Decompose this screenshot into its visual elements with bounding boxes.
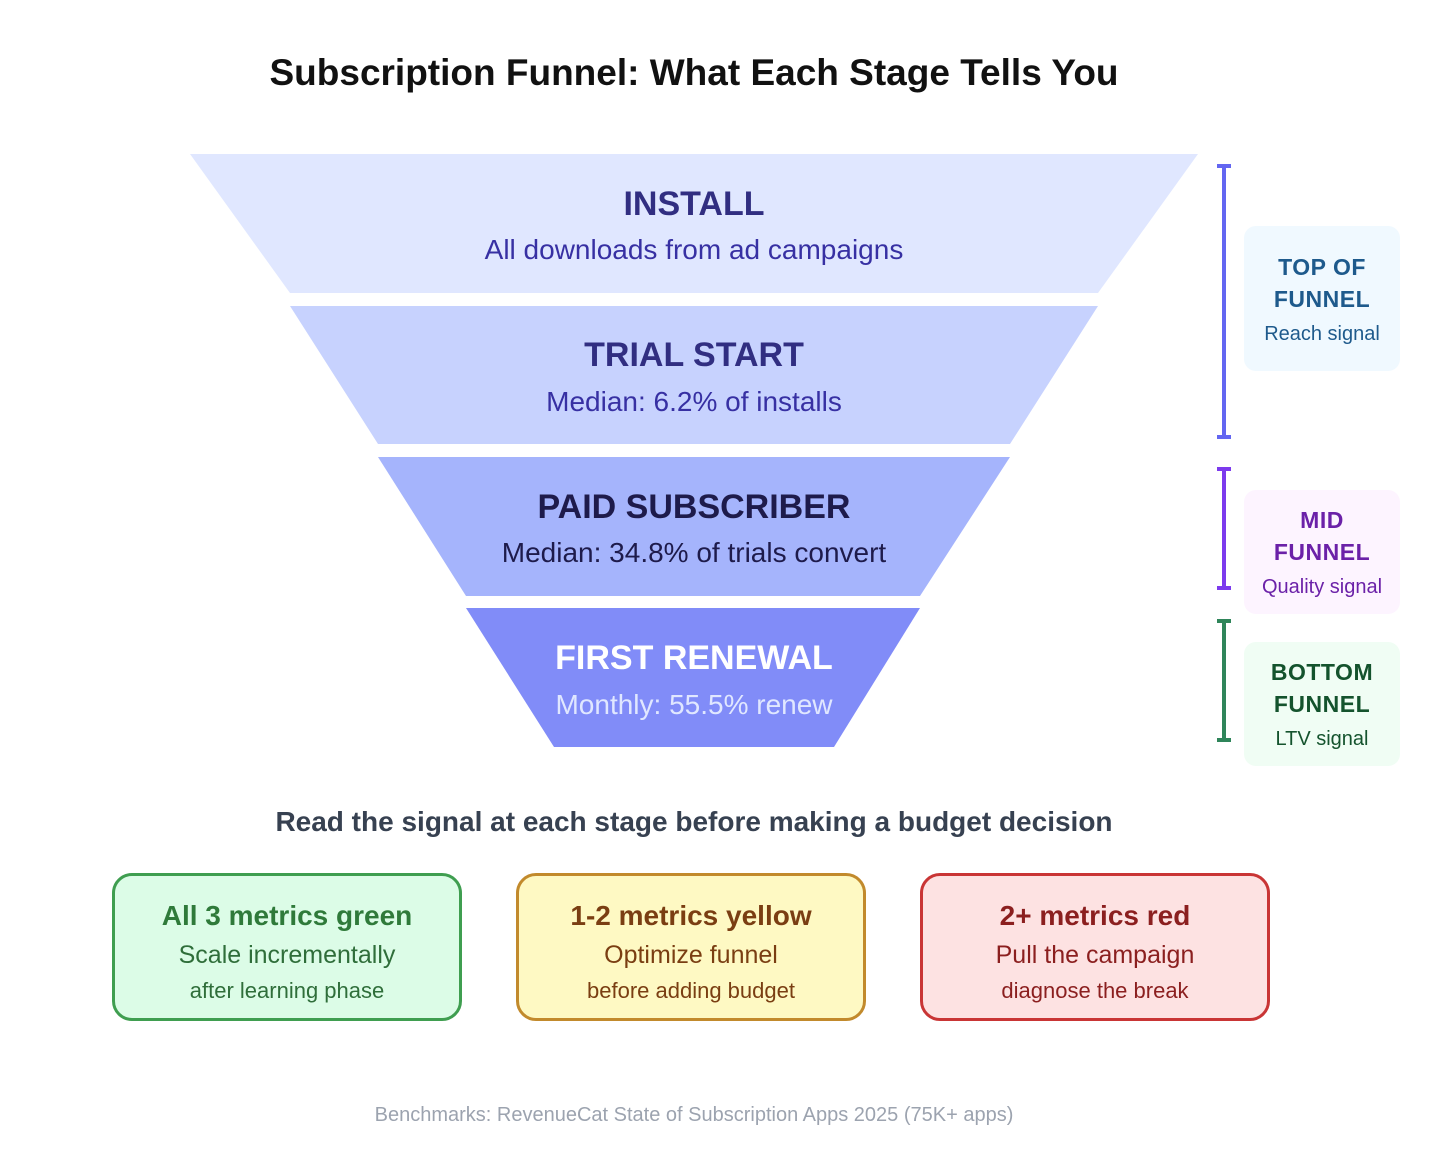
stage-detail-install: All downloads from ad campaigns [485,234,904,265]
signal-label: LTV signal [1275,728,1369,750]
funnel-diagram: INSTALL All downloads from ad campaigns … [190,154,1231,747]
signal-card-mid-funnel: MID FUNNEL Quality signal [1244,490,1400,614]
funnel-stage-trial-start: TRIAL START Median: 6.2% of installs [290,306,1098,444]
funnel-stage-paid-subscriber: PAID SUBSCRIBER Median: 34.8% of trials … [378,457,1010,596]
signal-label: Quality signal [1261,576,1383,598]
bracket-top-of-funnel [1217,164,1231,439]
stage-detail-trial-start: Median: 6.2% of installs [546,386,842,417]
signal-card-top-of-funnel: TOP OF FUNNEL Reach signal [1244,226,1400,371]
rule-action: Scale incrementally [178,941,396,969]
bracket-mid-funnel [1217,467,1231,590]
funnel-stage-install: INSTALL All downloads from ad campaigns [190,154,1198,293]
signal-title-line2: FUNNEL [1273,691,1371,717]
signal-title-line2: FUNNEL [1273,539,1371,565]
rule-action: Optimize funnel [604,941,778,969]
rule-title: 2+ metrics red [999,900,1191,931]
stage-name-install: INSTALL [623,185,764,223]
rule-condition: before adding budget [587,978,795,1003]
rule-card-red: 2+ metrics red Pull the campaign diagnos… [920,873,1270,1021]
funnel-band-first-renewal [466,608,920,747]
signal-title-line1: TOP OF [1278,253,1366,280]
page-title: Subscription Funnel: What Each Stage Tel… [269,52,1119,93]
rule-condition: diagnose the break [1001,978,1189,1003]
stage-name-first-renewal: FIRST RENEWAL [555,639,833,677]
rule-card-yellow: 1-2 metrics yellow Optimize funnel befor… [516,873,866,1021]
rule-condition: after learning phase [189,978,385,1003]
bracket-bottom-funnel [1217,619,1231,742]
stage-detail-paid-subscriber: Median: 34.8% of trials convert [502,537,887,568]
rule-card-green: All 3 metrics green Scale incrementally … [112,873,462,1021]
funnel-band-trial-start [290,306,1098,444]
signal-title-line1: MID [1300,507,1344,533]
stage-name-paid-subscriber: PAID SUBSCRIBER [538,488,851,526]
rule-action: Pull the campaign [995,941,1195,969]
funnel-band-paid-subscriber [378,457,1010,596]
rule-title: 1-2 metrics yellow [570,900,812,931]
decision-heading: Read the signal at each stage before mak… [275,806,1113,837]
source-footnote: Benchmarks: RevenueCat State of Subscrip… [374,1104,1014,1126]
signal-title-line1: BOTTOM [1270,659,1374,685]
stage-name-trial-start: TRIAL START [584,336,804,374]
stage-detail-first-renewal: Monthly: 55.5% renew [555,689,833,720]
signal-card-bottom-funnel: BOTTOM FUNNEL LTV signal [1244,642,1400,766]
signal-title-line2: FUNNEL [1273,285,1371,312]
funnel-stage-first-renewal: FIRST RENEWAL Monthly: 55.5% renew [466,608,920,747]
funnel-band-install [190,154,1198,293]
rule-title: All 3 metrics green [161,900,413,931]
signal-label: Reach signal [1264,322,1380,345]
